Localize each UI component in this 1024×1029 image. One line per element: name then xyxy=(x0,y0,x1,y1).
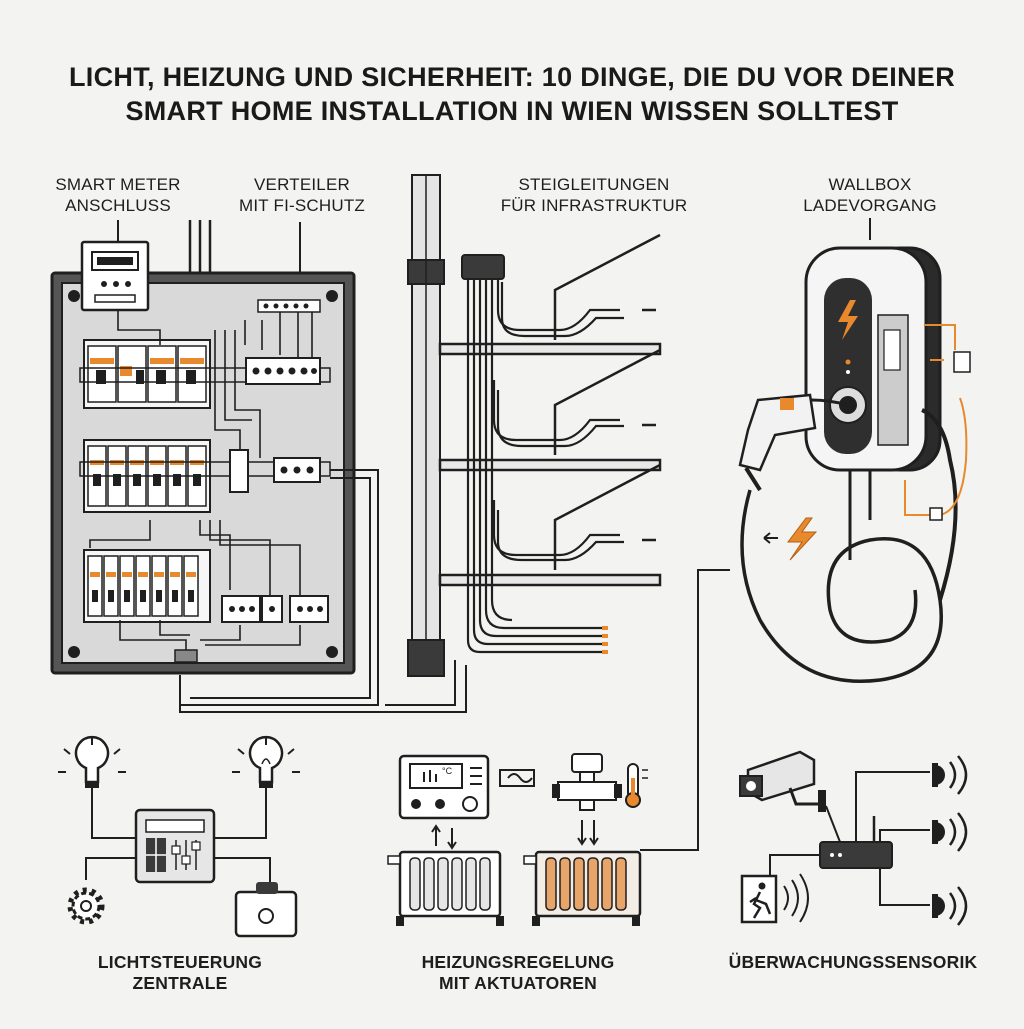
page-title: LICHT, HEIZUNG UND SICHERHEIT: 10 DINGE,… xyxy=(0,60,1024,128)
thermometer-icon xyxy=(625,763,648,808)
camera-icon xyxy=(739,750,826,812)
label-lichtsteuerung: LICHTSTEUERUNG ZENTRALE xyxy=(97,952,263,993)
riser-pipes-icon xyxy=(407,174,662,677)
gear-icon xyxy=(67,887,105,925)
radiator-icon xyxy=(523,850,642,926)
distribution-panel-icon xyxy=(50,271,356,675)
title-line-2: SMART HOME INSTALLATION IN WIEN WISSEN S… xyxy=(125,96,899,126)
label-wallbox: WALLBOX LADEVORGANG xyxy=(803,175,937,215)
switch-icon xyxy=(234,882,298,938)
thermostat-display-unit: °C xyxy=(442,766,453,776)
radiator-icon xyxy=(387,850,504,926)
wallbox-charger-icon xyxy=(804,246,958,601)
control-panel-icon xyxy=(134,808,216,884)
speaker-icon xyxy=(932,812,968,852)
speaker-icon xyxy=(932,755,968,795)
motion-sensor-icon xyxy=(740,873,809,924)
smart-meter-icon xyxy=(80,240,161,345)
label-smart-meter: SMART METER ANSCHLUSS xyxy=(55,175,181,215)
thermostat-icon xyxy=(398,754,490,820)
lightning-icon xyxy=(763,517,818,561)
label-steigleitungen: STEIGLEITUNGEN FÜR INFRASTRUKTUR xyxy=(500,175,688,215)
title-line-1: LICHT, HEIZUNG UND SICHERHEIT: 10 DINGE,… xyxy=(69,62,955,92)
light-bulb-icon xyxy=(58,736,126,788)
charging-plug-icon xyxy=(738,393,943,683)
light-bulb-icon xyxy=(232,736,300,788)
speaker-icon xyxy=(932,886,968,926)
label-verteiler: VERTEILER MIT FI-SCHUTZ xyxy=(239,175,365,215)
valve-actuator-icon xyxy=(499,753,622,811)
label-heizungsregelung: HEIZUNGSREGELUNG MIT AKTUATOREN xyxy=(421,952,615,993)
label-ueberwachungssensorik: ÜBERWACHUNGSSENSORIK xyxy=(728,952,978,972)
